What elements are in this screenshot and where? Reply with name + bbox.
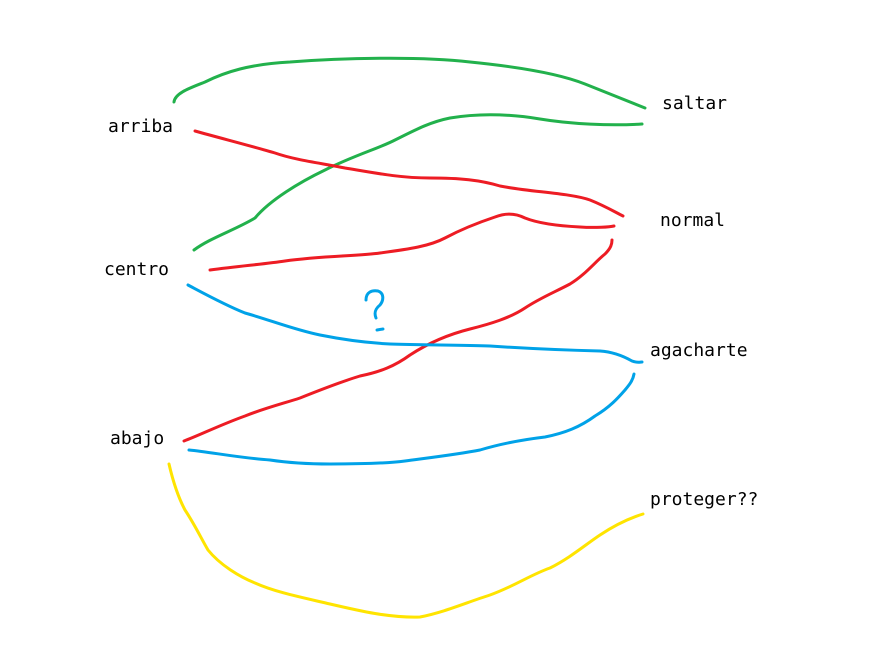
label-arriba: arriba <box>108 116 174 137</box>
line-abajo-normal <box>182 238 614 443</box>
label-saltar: saltar <box>662 93 728 114</box>
line-abajo-agacharte <box>187 372 636 466</box>
line-abajo-proteger <box>167 462 645 619</box>
question-mark-hook <box>364 289 385 320</box>
line-arriba-saltar <box>172 56 647 110</box>
line-centro-normal <box>208 212 616 272</box>
line-centro-agacharte <box>186 283 644 364</box>
question-mark-dot <box>375 327 385 332</box>
label-normal: normal <box>660 210 726 231</box>
label-proteger: proteger?? <box>650 489 759 510</box>
label-agacharte: agacharte <box>650 340 748 361</box>
label-abajo: abajo <box>110 428 165 449</box>
line-arriba-normal <box>193 129 625 218</box>
line-centro-saltar <box>192 113 644 252</box>
label-centro: centro <box>104 259 170 280</box>
